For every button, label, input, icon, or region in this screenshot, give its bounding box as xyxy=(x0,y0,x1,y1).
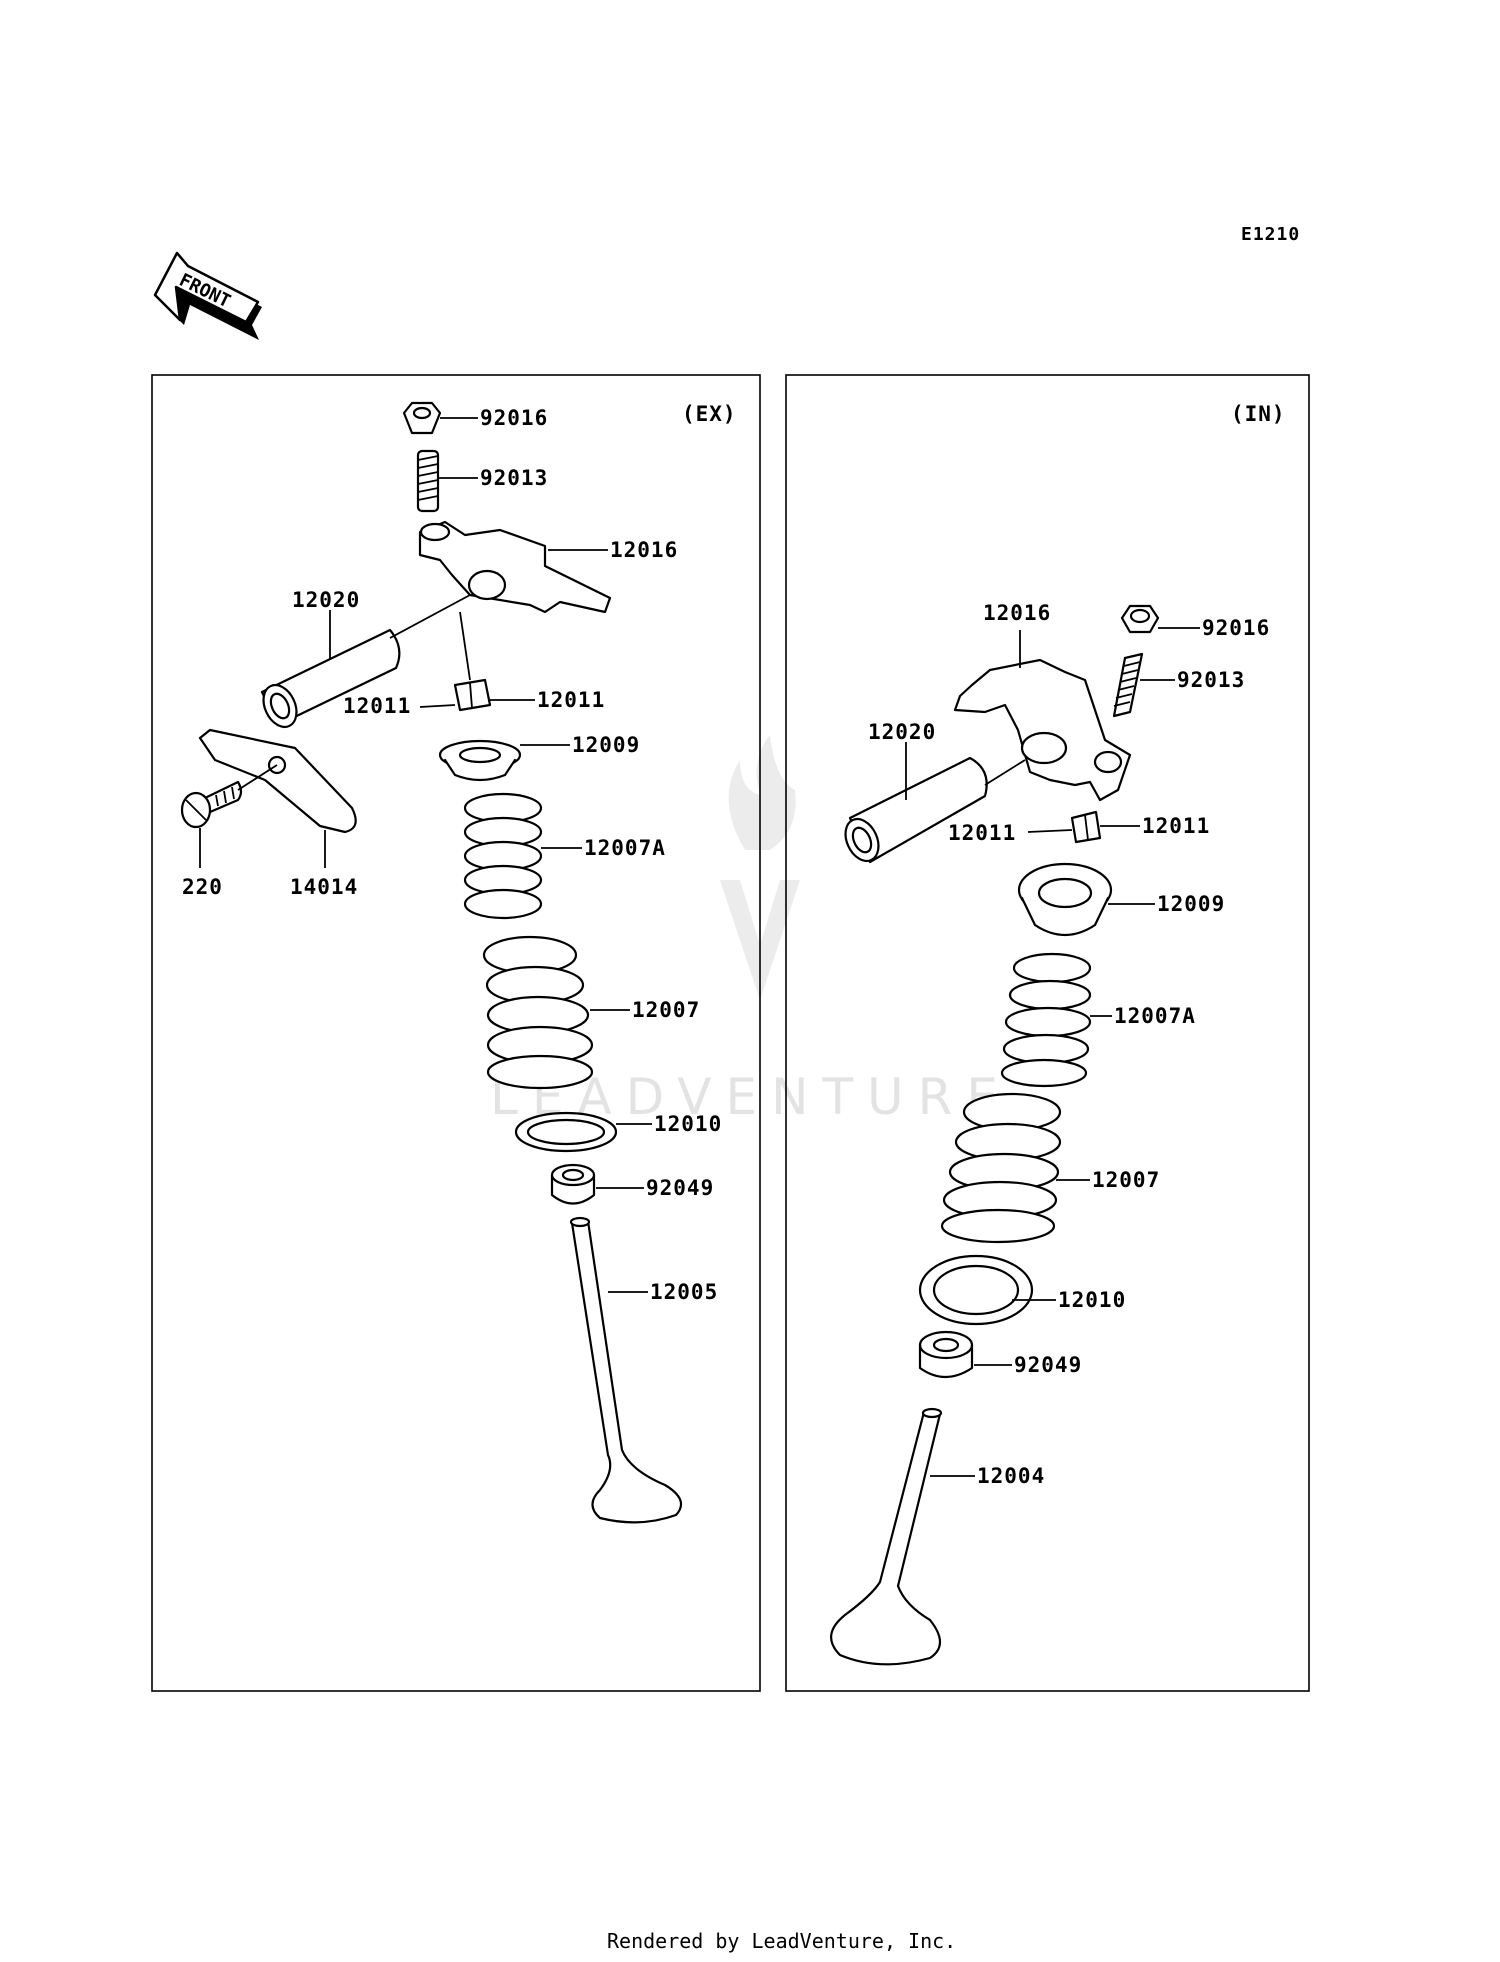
in-label-92049: 92049 xyxy=(1014,1353,1082,1377)
in-screw-92013: 92013 xyxy=(1112,652,1245,718)
in-collets-12011: 12011 12011 xyxy=(948,810,1210,845)
ex-screw-92013: 92013 xyxy=(416,449,548,513)
diagram-code: E1210 xyxy=(1241,224,1300,245)
exhaust-panel-border xyxy=(151,374,761,1692)
ex-oil-seal-92049: 92049 xyxy=(550,1163,714,1205)
in-label-12010: 12010 xyxy=(1058,1288,1126,1312)
ex-label-12016: 12016 xyxy=(610,538,678,562)
ex-label-12007A: 12007A xyxy=(584,836,666,860)
in-label-92016: 92016 xyxy=(1202,616,1270,640)
in-label-12020: 12020 xyxy=(868,720,936,744)
exhaust-panel: (EX) 92016 92013 12016 xyxy=(151,374,761,1692)
in-label-12004: 12004 xyxy=(977,1464,1045,1488)
ex-label-14014: 14014 xyxy=(290,875,358,899)
in-retainer-12009: 12009 xyxy=(1017,862,1225,936)
front-arrow-icon: FRONT xyxy=(153,251,262,340)
intake-panel-title: (IN) xyxy=(1231,402,1286,426)
in-seat-12010: 12010 xyxy=(918,1254,1126,1326)
ex-label-12007: 12007 xyxy=(632,998,700,1022)
in-label-12009: 12009 xyxy=(1157,892,1225,916)
ex-retainer-12009: 12009 xyxy=(438,733,640,782)
ex-label-12005: 12005 xyxy=(650,1280,718,1304)
ex-label-12011-left: 12011 xyxy=(343,694,411,718)
in-rocker-arm-12016: 12016 xyxy=(953,601,1132,802)
ex-label-12020: 12020 xyxy=(292,588,360,612)
ex-label-92016: 92016 xyxy=(480,406,548,430)
ex-label-12011-right: 12011 xyxy=(537,688,605,712)
ex-valve-12005: 12005 xyxy=(569,1216,718,1524)
ex-plate-14014: 14014 xyxy=(198,728,358,899)
in-inner-spring-12007A: 12007A xyxy=(1000,952,1196,1088)
ex-nut-92016: 92016 xyxy=(402,401,548,435)
intake-panel: (IN) 92016 92013 12016 xyxy=(785,374,1310,1692)
in-label-12016: 12016 xyxy=(983,601,1051,625)
ex-bolt-220: 220 xyxy=(180,764,278,899)
intake-panel-border xyxy=(785,374,1310,1692)
in-label-12011-right: 12011 xyxy=(1142,814,1210,838)
in-outer-spring-12007: 12007 xyxy=(940,1092,1160,1244)
ex-label-220: 220 xyxy=(182,875,223,899)
in-label-92013: 92013 xyxy=(1177,668,1245,692)
in-nut-92016: 92016 xyxy=(1120,604,1270,640)
ex-rocker-arm-12016: 12016 xyxy=(418,520,678,614)
ex-label-12009: 12009 xyxy=(572,733,640,757)
in-valve-12004: 12004 xyxy=(830,1407,1045,1666)
ex-collets-12011: 12011 12011 xyxy=(343,611,605,718)
ex-label-12010: 12010 xyxy=(654,1112,722,1136)
footer-credit: Rendered by LeadVenture, Inc. xyxy=(607,1929,956,1953)
in-label-12007: 12007 xyxy=(1092,1168,1160,1192)
ex-outer-spring-12007: 12007 xyxy=(482,935,700,1090)
in-shaft-12020: 12020 xyxy=(844,720,1026,864)
ex-seat-12010: 12010 xyxy=(514,1111,722,1153)
exhaust-panel-title: (EX) xyxy=(682,402,737,426)
in-label-12011-left: 12011 xyxy=(948,821,1016,845)
ex-inner-spring-12007A: 12007A xyxy=(463,792,666,920)
ex-shaft-12020: 12020 xyxy=(260,588,471,729)
in-oil-seal-92049: 92049 xyxy=(918,1330,1082,1379)
ex-label-92049: 92049 xyxy=(646,1176,714,1200)
in-label-12007A: 12007A xyxy=(1114,1004,1196,1028)
ex-label-92013: 92013 xyxy=(480,466,548,490)
